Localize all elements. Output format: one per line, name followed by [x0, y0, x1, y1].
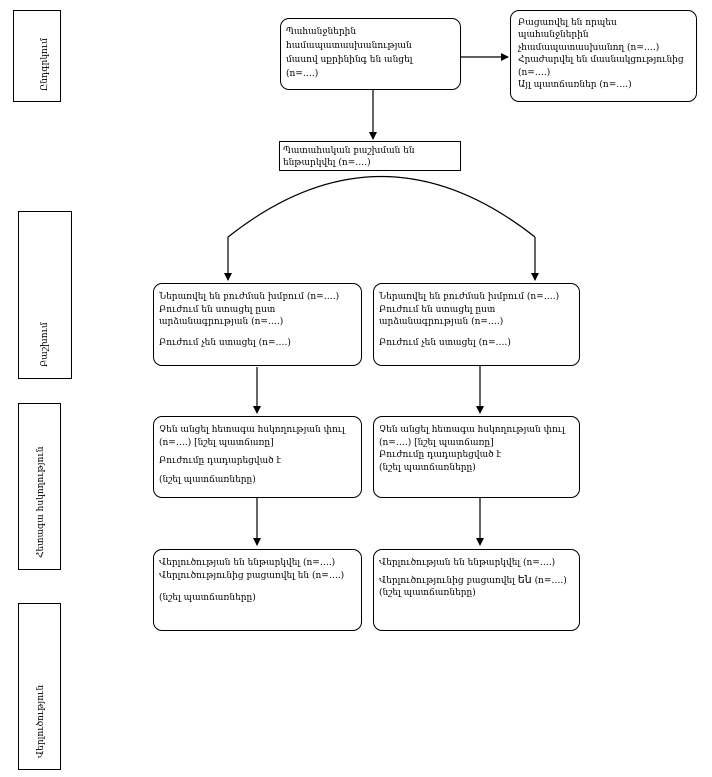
- randomized-box: Պատահական բաշխման են ենթարկվել (n=….): [279, 141, 461, 171]
- followup-box-left: Չեն անցել հետագա հսկողության փուլ (n=….)…: [153, 416, 362, 498]
- alloc-right-line-4: Բուժում չեն ստացել (n=….): [379, 337, 511, 348]
- follow-right-line-1: Չեն անցել հետագա հսկողության փուլ: [379, 425, 565, 435]
- follow-left-line-4: (նշել պատճառները): [159, 474, 256, 485]
- phase-enrollment-label: Ընդգրկում: [13, 10, 61, 102]
- excluded-line-6: Այլ պատճառներ (n=….): [518, 80, 632, 91]
- excluded-line-1: Բացառվել են որպես: [518, 18, 617, 28]
- alloc-right-line-3: արձանագրության (n=….): [379, 317, 504, 327]
- phase-enrollment-text: Ընդգրկում: [40, 38, 50, 91]
- split-arc: [227, 175, 536, 238]
- follow-left-line-1: Չեն անցել հետագա հսկողության փուլ: [159, 425, 345, 435]
- alloc-right-line-2: Բուժում են ստացել ըստ: [379, 304, 496, 315]
- assessed-line-4: (n=….): [286, 69, 319, 79]
- excluded-line-5: (n=….): [518, 67, 551, 78]
- follow-left-line-3: Բուժումը դադարեցված է: [159, 456, 282, 466]
- phase-allocation-label: Բաշխում: [18, 211, 72, 379]
- assessed-line-1: Պահանջներին: [286, 27, 357, 37]
- assessed-line-2: համապատասխանության: [286, 41, 412, 51]
- phase-allocation-text: Բաշխում: [40, 322, 50, 367]
- analysis-right-line-1: Վերլուծության են ենթարկվել (n=….): [379, 558, 556, 568]
- phase-analysis-label: Վերլուծություն: [18, 603, 61, 770]
- alloc-left-line-1: Ներառվել են բուժման խմբում (n=….): [159, 292, 340, 302]
- alloc-left-line-3: արձանագրության (n=….): [159, 317, 284, 327]
- alloc-left-line-2: Բուժում են ստացել ըստ: [159, 304, 276, 315]
- allocation-box-right: Ներառվել են բուժման խմբում (n=….) Բուժու…: [373, 283, 580, 366]
- analysis-box-left: Վերլուծության են ենթարկվել (n=….) Վերլու…: [153, 549, 362, 631]
- excluded-line-3: չհամապատասխանող (n=….): [518, 42, 660, 53]
- analysis-left-line-2: Վերլուծությունից բացառվել են (n=….): [159, 570, 345, 581]
- analysis-right-line-2-b: են: [517, 572, 532, 586]
- followup-box-right: Չեն անցել հետագա հսկողության փուլ (n=….)…: [373, 416, 580, 498]
- analysis-right-line-2-c: (n=….): [531, 575, 567, 586]
- assessed-line-3: մասով սքրինինգ են անցել: [286, 55, 413, 65]
- randomized-line-1: Պատահական բաշխման են: [283, 146, 415, 156]
- phase-analysis-text: Վերլուծություն: [36, 684, 46, 758]
- phase-followup-text: Հետագա հսկողություն: [36, 446, 46, 558]
- analysis-left-line-3: (նշել պատճառները): [159, 593, 256, 603]
- analysis-left-line-1: Վերլուծության են ենթարկվել (n=….): [159, 558, 336, 568]
- follow-right-line-4: (նշել պատճառները): [379, 462, 476, 473]
- phase-followup-label: Հետագա հսկողություն: [18, 403, 61, 570]
- excluded-line-4: Հրաժարվել են մասնակցությունից: [518, 55, 684, 66]
- excluded-box: Բացառվել են որպես պահանջներին չհամապատաս…: [510, 10, 697, 102]
- analysis-right-line-2-a: Վերլուծությունից բացառվել: [379, 575, 518, 586]
- follow-right-line-3: Բուժումը դադարեցված է: [379, 450, 502, 460]
- alloc-left-line-4: Բուժում չեն ստացել (n=….): [159, 337, 291, 348]
- follow-left-line-2: (n=….) [նշել պատճառը]: [159, 437, 274, 448]
- allocation-box-left: Ներառվել են բուժման խմբում (n=….) Բուժու…: [153, 283, 362, 366]
- excluded-line-2: պահանջներին: [518, 30, 589, 41]
- assessed-eligibility-box: Պահանջներին համապատասխանության մասով սքր…: [280, 18, 461, 90]
- randomized-line-2: ենթարկվել (n=….): [283, 158, 371, 168]
- analysis-box-right: Վերլուծության են ենթարկվել (n=….) Վերլու…: [373, 549, 580, 631]
- alloc-right-line-1: Ներառվել են բուժման խմբում (n=….): [379, 292, 560, 302]
- analysis-right-line-3: (նշել պատճառները): [379, 588, 476, 598]
- analysis-right-line-2: Վերլուծությունից բացառվել են (n=….): [379, 572, 579, 588]
- follow-right-line-2: (n=….) [նշել պատճառը]: [379, 437, 494, 448]
